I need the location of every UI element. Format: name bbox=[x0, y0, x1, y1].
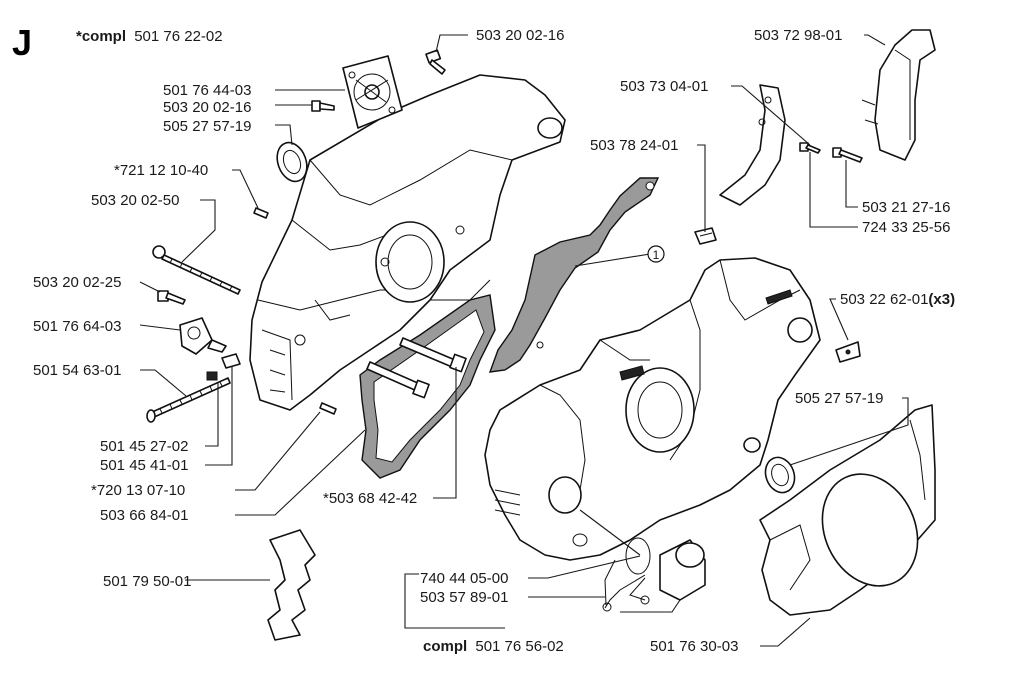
rubber-grommet bbox=[694, 227, 717, 245]
dowel-pin bbox=[319, 402, 337, 415]
label-503-68-42-42: *503 68 42-42 bbox=[323, 490, 417, 507]
screw-mid-left bbox=[311, 100, 335, 112]
header-assembly-label: *compl 501 76 22-02 bbox=[76, 28, 223, 45]
label-503-22-62-01-qty: (x3) bbox=[928, 291, 955, 308]
top-cover-plate bbox=[342, 55, 403, 129]
label-503-66-84-01: 503 66 84-01 bbox=[100, 507, 188, 524]
label-503-21-27-16: 503 21 27-16 bbox=[862, 199, 950, 216]
label-501-45-27-02: 501 45 27-02 bbox=[100, 438, 188, 455]
seal-right bbox=[764, 456, 796, 494]
label-721-12-10-40: *721 12 10-40 bbox=[114, 162, 208, 179]
label-501-76-44-03: 501 76 44-03 bbox=[163, 82, 251, 99]
small-nut bbox=[206, 371, 218, 381]
chain-deflector-cover bbox=[861, 29, 936, 161]
header-assembly-number: 501 76 22-02 bbox=[134, 28, 222, 45]
label-503-57-89-01: 503 57 89-01 bbox=[420, 589, 508, 606]
callout-1: 1 bbox=[647, 245, 665, 263]
crankcase-bolt-upper bbox=[399, 337, 467, 373]
chain-oiler-gasket-1 bbox=[488, 177, 660, 373]
label-505-27-57-19-left: 505 27 57-19 bbox=[163, 118, 251, 135]
label-505-27-57-19-right: 505 27 57-19 bbox=[795, 390, 883, 407]
label-501-45-41-01: 501 45 41-01 bbox=[100, 457, 188, 474]
screw-right-b bbox=[832, 147, 863, 163]
chain-guide-plate bbox=[719, 84, 786, 206]
label-724-33-25-56: 724 33 25-56 bbox=[862, 219, 950, 236]
adjusting-screw bbox=[146, 377, 231, 423]
adjuster-plate bbox=[221, 353, 241, 369]
short-bolt bbox=[157, 290, 186, 305]
screw-right-a bbox=[799, 142, 821, 154]
label-740-44-05-00: 740 44 05-00 bbox=[420, 570, 508, 587]
oil-tank-cap bbox=[625, 537, 706, 601]
label-503-20-02-16-top: 503 20 02-16 bbox=[476, 27, 564, 44]
cap-retaining-strap bbox=[602, 559, 650, 612]
label-503-78-24-01: 503 78 24-01 bbox=[590, 137, 678, 154]
label-501-76-30-03: 501 76 30-03 bbox=[650, 638, 738, 655]
label-503-73-04-01: 503 73 04-01 bbox=[620, 78, 708, 95]
left-crankcase-half bbox=[249, 74, 566, 411]
pin-upper bbox=[253, 207, 269, 219]
footer-assembly-label: compl 501 76 56-02 bbox=[423, 638, 564, 655]
right-crankcase-half bbox=[484, 257, 821, 561]
label-501-76-64-03: 501 76 64-03 bbox=[33, 318, 121, 335]
callout-1-number: 1 bbox=[653, 248, 660, 262]
section-letter: J bbox=[12, 22, 32, 63]
label-501-54-63-01: 501 54 63-01 bbox=[33, 362, 121, 379]
crankcase-bolt-lower bbox=[366, 361, 430, 399]
label-503-20-02-25: 503 20 02-25 bbox=[33, 274, 121, 291]
label-503-72-98-01: 503 72 98-01 bbox=[754, 27, 842, 44]
label-503-22-62-01-number: 503 22 62-01 bbox=[840, 291, 928, 308]
long-bolt bbox=[152, 245, 241, 295]
label-503-22-62-01: 503 22 62-01(x3) bbox=[840, 291, 955, 308]
label-720-13-07-10: *720 13 07-10 bbox=[91, 482, 185, 499]
spring-clip bbox=[835, 341, 861, 363]
header-compl-prefix: *compl bbox=[76, 28, 126, 45]
seal-left bbox=[276, 141, 308, 183]
chain-tensioner-bracket bbox=[179, 317, 227, 355]
leader-lines bbox=[139, 34, 909, 647]
chain-catcher-bracket bbox=[267, 529, 316, 641]
label-503-20-02-50: 503 20 02-50 bbox=[91, 192, 179, 209]
label-501-79-50-01: 501 79 50-01 bbox=[103, 573, 191, 590]
footer-compl-prefix: compl bbox=[423, 638, 467, 655]
footer-assembly-number: 501 76 56-02 bbox=[475, 638, 563, 655]
label-503-20-02-16-mid: 503 20 02-16 bbox=[163, 99, 251, 116]
starter-side-cover bbox=[759, 404, 936, 616]
screw-top bbox=[425, 49, 446, 75]
